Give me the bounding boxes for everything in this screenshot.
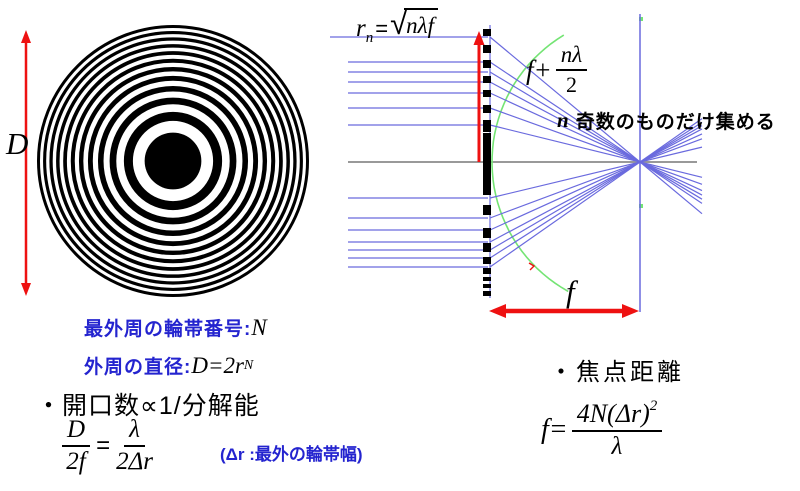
diameter-arrow (21, 30, 31, 296)
note-delta-r: (Δr :最外の輪帯幅) (220, 445, 363, 464)
rn-radicand: nλf (404, 8, 438, 39)
path-difference-formula: f+ nλ 2 (526, 42, 588, 98)
na-equals: = (96, 432, 111, 459)
na-den2: 2Δr (116, 448, 153, 475)
wavefront-arc-line (491, 34, 569, 293)
focal-eq-pre: f= (541, 413, 568, 445)
refracted-ray (489, 36, 703, 215)
focal-length-arrowhead-left (489, 304, 506, 318)
zone-plate-ring (43, 31, 303, 291)
zone-plate-figure (36, 24, 310, 298)
plate-bar (483, 60, 491, 68)
focal-length-arrow (489, 304, 639, 318)
refracted-ray (489, 128, 703, 243)
radius-arrowhead (473, 31, 485, 45)
outermost-zone-math: N (251, 314, 267, 340)
path-diff-pre: f+ (526, 54, 552, 85)
zone-plate-ring (78, 66, 268, 256)
note-outermost-zone-number: 最外周の輪帯番号: N (84, 314, 267, 341)
zone-plate-ring (109, 97, 237, 225)
na-num2: λ (124, 416, 145, 447)
zone-plate-ring (87, 75, 259, 247)
plate-bar (483, 205, 491, 215)
light-rays (330, 36, 703, 268)
focal-eq-denominator: λ (611, 433, 623, 460)
zone-plate-ring (63, 51, 283, 271)
zone-plate-ring (97, 85, 249, 237)
zone-plate-ring (49, 37, 297, 285)
refracted-ray (489, 124, 703, 178)
plate-bar (483, 291, 491, 296)
zone-plate-ring (36, 24, 310, 298)
na-equation: D 2f = λ 2Δr (62, 416, 153, 476)
plate-bar (483, 268, 491, 274)
focal-length-equation: f= 4N(Δr)2 λ (541, 398, 663, 461)
arc-direction-marker (528, 262, 536, 271)
refracted-ray (489, 92, 703, 192)
plate-bar (483, 29, 491, 36)
radical-sign: √ (390, 6, 408, 41)
plate-bar (483, 120, 491, 132)
na-den1: 2f (66, 448, 86, 475)
gather-note-n: n (557, 108, 569, 132)
outer-diameter-sub: N (243, 357, 254, 373)
note-numerical-aperture: ・開口数∝1/分解能 (36, 392, 260, 420)
green-tick (639, 204, 643, 208)
refracted-ray (489, 81, 703, 196)
focal-length-title: ・焦点距離 (549, 359, 684, 386)
zone-plate-ring (123, 111, 223, 211)
refracted-ray (489, 121, 703, 259)
plate-bar (483, 243, 491, 252)
outer-diameter-math: D=2r (191, 352, 244, 378)
rn-base: r (356, 15, 366, 42)
refracted-ray (489, 107, 703, 185)
plate-bar (483, 45, 491, 53)
diameter-arrowhead-top (21, 30, 31, 43)
gather-note: n 奇数のものだけ集める (557, 107, 776, 134)
plate-bar (483, 76, 491, 83)
refracted-ray (489, 146, 703, 199)
plate-bar (483, 133, 491, 195)
focal-length-arrowhead-right (622, 304, 639, 318)
zone-plate-cross-section (483, 25, 491, 298)
d-label: D (6, 126, 29, 161)
focal-eq-exponent: 2 (649, 398, 658, 414)
plate-bar (483, 277, 491, 281)
wavefront-arc (491, 17, 643, 293)
gather-note-text: 奇数のものだけ集める (575, 112, 776, 133)
diameter-arrowhead-bottom (21, 283, 31, 296)
plate-bar (483, 105, 491, 113)
green-tick (639, 17, 643, 21)
f-label: f (566, 274, 575, 309)
zone-plate-center-disc (144, 132, 202, 190)
plate-bar (483, 228, 491, 238)
focal-eq-numerator: 4N(Δr) (576, 399, 650, 428)
refracted-ray (489, 118, 703, 268)
refracted-ray (489, 133, 703, 231)
refracted-ray (489, 138, 703, 219)
zone-plate-ring (70, 58, 276, 264)
path-diff-denominator: 2 (565, 72, 577, 97)
plate-bar (483, 90, 491, 97)
radius-arrow (473, 31, 485, 162)
zone-plate-ring (56, 44, 290, 278)
refracted-ray (489, 71, 703, 200)
plate-bar (483, 284, 491, 288)
plate-bar (483, 257, 491, 264)
rn-subscript: n (365, 30, 374, 46)
rn-equals: = (375, 16, 389, 41)
refracted-ray (489, 61, 703, 204)
na-num1: D (62, 416, 91, 447)
path-diff-numerator: nλ (555, 42, 588, 71)
outer-diameter-jp: 外周の直径: (84, 357, 192, 378)
refracted-ray (489, 125, 703, 251)
outermost-zone-jp: 最外周の輪帯番号: (84, 319, 252, 340)
